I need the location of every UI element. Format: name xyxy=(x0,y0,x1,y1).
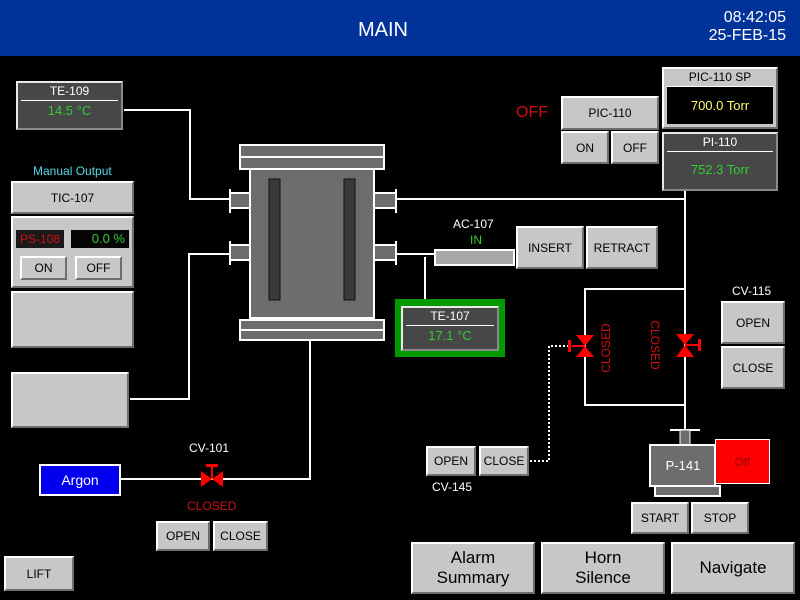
pi110-tag: PI-110 xyxy=(667,134,773,152)
lift-button[interactable]: LIFT xyxy=(4,556,74,591)
te107-tag: TE-107 xyxy=(406,308,494,326)
ps108-on-button[interactable]: ON xyxy=(20,256,67,280)
pipe-te109 xyxy=(124,109,232,200)
pic110-sp-value: 700.0 Torr xyxy=(667,86,773,124)
cv115-open-button[interactable]: OPEN xyxy=(721,301,785,344)
cv115-right-valve-icon xyxy=(676,334,701,357)
pump-p141-icon xyxy=(649,429,721,497)
cv115-close-button[interactable]: CLOSE xyxy=(721,346,785,389)
cv101-status: CLOSED xyxy=(187,499,237,513)
cv145-open-button[interactable]: OPEN xyxy=(426,446,476,476)
cv115-right-status: CLOSED xyxy=(648,320,662,370)
pic110-button[interactable]: PIC-110 xyxy=(561,96,659,130)
pic110-sp-panel[interactable]: PIC-110 SP 700.0 Torr xyxy=(662,67,778,129)
p141-start-button[interactable]: START xyxy=(631,502,689,534)
pi110-value: 752.3 Torr xyxy=(690,162,750,177)
horn-silence-button[interactable]: Horn Silence xyxy=(541,542,665,594)
cv115-tag: CV-115 xyxy=(732,284,772,298)
te107-indicator[interactable]: TE-107 17.1 °C xyxy=(401,306,499,351)
navigate-button[interactable]: Navigate xyxy=(671,542,795,594)
pic110-off-button[interactable]: OFF xyxy=(611,131,659,164)
p141-tag[interactable]: P-141 xyxy=(665,458,701,473)
te109-tag: TE-109 xyxy=(21,83,118,101)
clock-date: 25-FEB-15 xyxy=(708,27,786,44)
ac107-insert-button[interactable]: INSERT xyxy=(516,226,584,269)
alarm-summary-line1: Alarm xyxy=(450,548,496,567)
pipe-left-lower xyxy=(130,253,232,400)
horn-silence-line1: Horn xyxy=(584,548,622,567)
p141-stop-button[interactable]: STOP xyxy=(691,502,749,534)
cv115-left-valve-icon xyxy=(568,335,594,357)
clock-time: 08:42:05 xyxy=(723,9,786,26)
p141-status: Off xyxy=(715,439,770,484)
page-title: MAIN xyxy=(358,19,408,41)
cv101-close-button[interactable]: CLOSE xyxy=(213,521,268,551)
manual-output-label: Manual Output xyxy=(33,164,112,178)
ac107-tag: AC-107 xyxy=(453,217,494,231)
cv115-left-status: CLOSED xyxy=(599,323,613,373)
cv101-valve-icon xyxy=(201,464,223,487)
te107-value: 17.1 °C xyxy=(428,328,472,343)
cv145-close-button[interactable]: CLOSE xyxy=(479,446,529,476)
blank-panel-1 xyxy=(11,291,134,348)
title-bar xyxy=(0,0,800,56)
ac107-probe xyxy=(434,249,515,266)
clock: 08:42:05 25-FEB-15 xyxy=(709,9,786,45)
signal-cv145 xyxy=(530,345,568,462)
alarm-summary-button[interactable]: Alarm Summary xyxy=(411,542,535,594)
alarm-summary-line2: Summary xyxy=(436,568,510,587)
cv145-tag: CV-145 xyxy=(432,480,473,494)
cv101-open-button[interactable]: OPEN xyxy=(156,521,210,551)
ps108-tag: PS-108 xyxy=(16,230,64,248)
te109-value: 14.5 °C xyxy=(47,103,92,118)
tic107-button[interactable]: TIC-107 xyxy=(11,181,134,214)
tic107-output-value: 0.0 % xyxy=(71,230,129,248)
argon-source[interactable]: Argon xyxy=(39,464,121,496)
pic110-sp-tag: PIC-110 SP xyxy=(688,70,752,84)
pic110-on-button[interactable]: ON xyxy=(561,131,609,164)
ac107-retract-button[interactable]: RETRACT xyxy=(586,226,658,269)
pipe-argon xyxy=(120,340,311,480)
pi110-indicator[interactable]: PI-110 752.3 Torr xyxy=(662,132,778,191)
ac107-status: IN xyxy=(470,233,482,247)
pic110-status: OFF xyxy=(516,104,548,121)
te109-indicator[interactable]: TE-109 14.5 °C xyxy=(16,81,123,130)
reactor-vessel xyxy=(229,144,397,341)
horn-silence-line2: Silence xyxy=(575,568,631,587)
cv101-tag: CV-101 xyxy=(189,441,230,455)
ps108-off-button[interactable]: OFF xyxy=(75,256,122,280)
blank-panel-2 xyxy=(11,372,129,428)
